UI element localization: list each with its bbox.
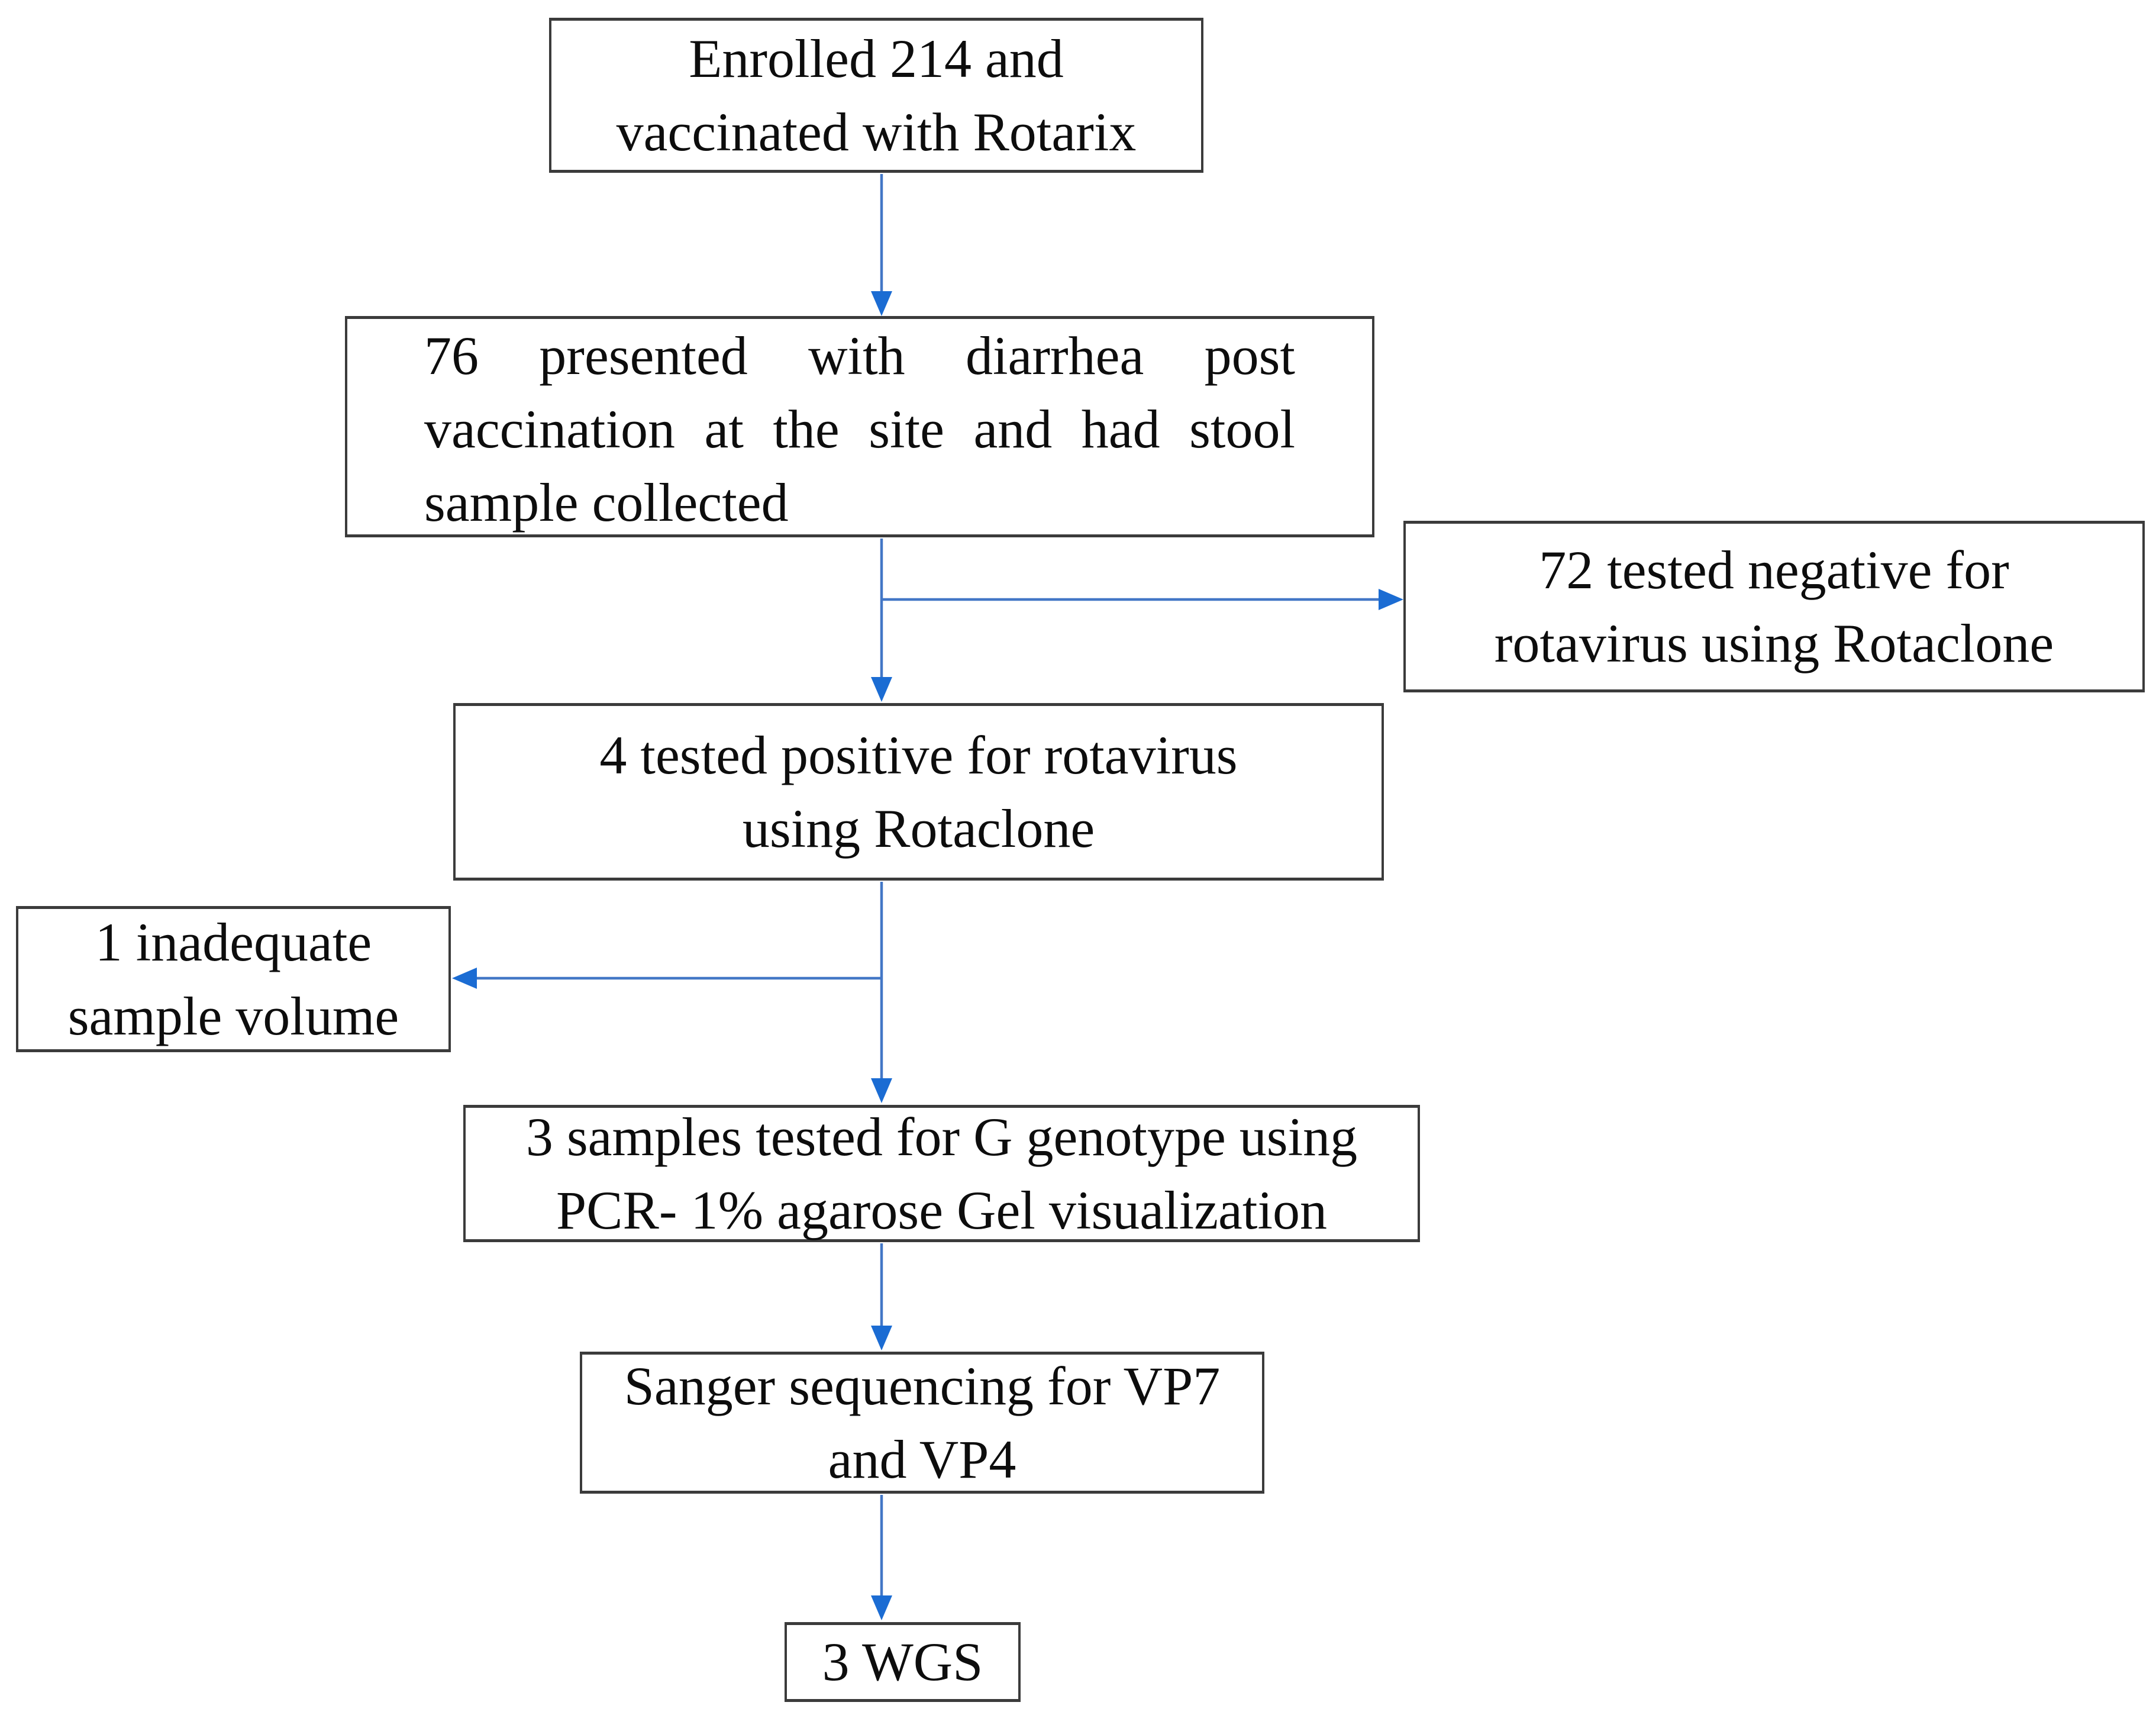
node-diarrhea-presented: 76 presented with diarrhea post vaccinat… xyxy=(345,316,1374,537)
arrow-branch-to-inadequate-head-icon xyxy=(452,968,477,989)
arrow-positive-to-genotype-head-icon xyxy=(871,1078,892,1103)
arrow-branch-to-negative-head-icon xyxy=(1379,589,1403,610)
node-enrolled: Enrolled 214 and vaccinated with Rotarix xyxy=(549,18,1203,173)
node-sanger-sequencing: Sanger sequencing for VP7 and VP4 xyxy=(580,1352,1264,1494)
node-tested-negative: 72 tested negative for rotavirus using R… xyxy=(1403,521,2145,692)
arrow-genotype-to-sanger-head-icon xyxy=(871,1326,892,1350)
node-wgs: 3 WGS xyxy=(785,1622,1021,1702)
arrow-diarrhea-to-positive-head-icon xyxy=(871,677,892,702)
node-inadequate-sample: 1 inadequate sample volume xyxy=(16,906,451,1052)
arrow-sanger-to-wgs-head-icon xyxy=(871,1595,892,1620)
arrow-enrolled-to-diarrhea-head-icon xyxy=(871,291,892,316)
node-tested-positive: 4 tested positive for rotavirus using Ro… xyxy=(453,703,1384,881)
node-g-genotype-pcr: 3 samples tested for G genotype using PC… xyxy=(463,1105,1420,1242)
